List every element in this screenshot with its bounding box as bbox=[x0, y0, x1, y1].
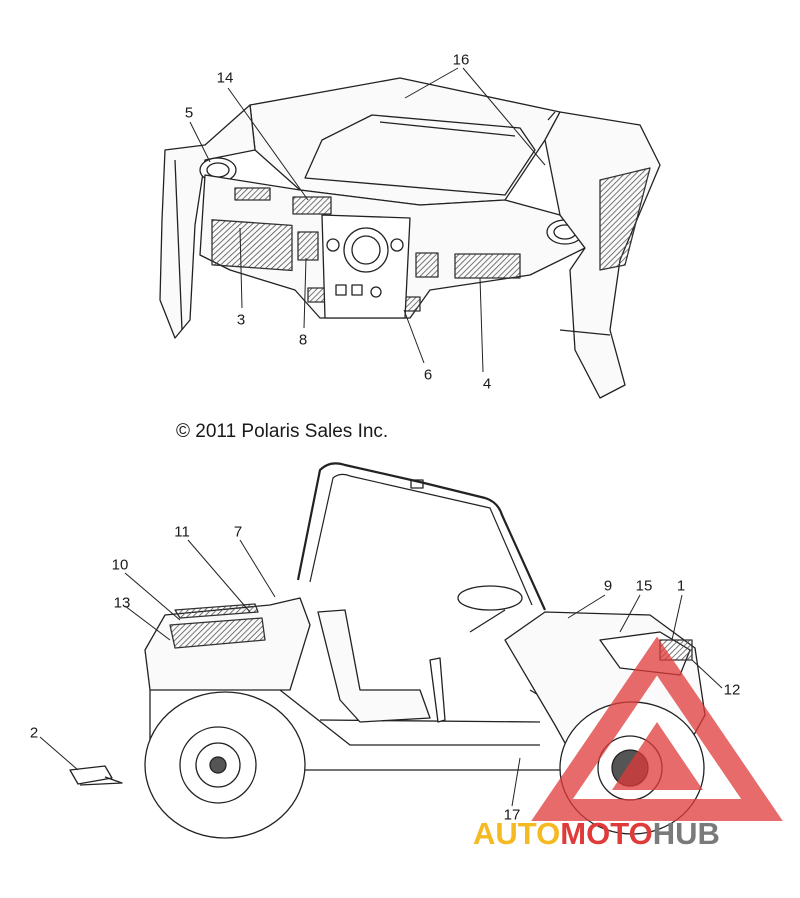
callout-11: 11 bbox=[174, 523, 190, 541]
leader-lines-bottom bbox=[39, 539, 723, 807]
callout-4: 4 bbox=[482, 375, 492, 393]
callout-13: 13 bbox=[113, 594, 131, 612]
watermark-text: AUTOMOTOHUB bbox=[473, 818, 720, 849]
watermark-text-auto: AUTO bbox=[473, 816, 561, 851]
callout-5: 5 bbox=[184, 104, 194, 122]
vehicle-side-view bbox=[69, 462, 706, 839]
callout-12: 12 bbox=[723, 681, 741, 699]
callout-9: 9 bbox=[603, 577, 613, 595]
callout-3: 3 bbox=[236, 311, 246, 329]
watermark-text-hub: HUB bbox=[652, 816, 720, 851]
watermark-text-moto: MOTO bbox=[560, 816, 653, 851]
callout-8: 8 bbox=[298, 331, 308, 349]
callout-16: 16 bbox=[452, 51, 470, 69]
callout-15: 15 bbox=[635, 577, 653, 595]
callout-10: 10 bbox=[111, 556, 129, 574]
watermark-logo bbox=[531, 636, 783, 821]
callout-17: 17 bbox=[503, 806, 521, 824]
dashboard-assembly bbox=[159, 77, 661, 399]
leader-lines-top bbox=[189, 67, 546, 373]
copyright-notice: © 2011 Polaris Sales Inc. bbox=[176, 421, 389, 442]
callout-6: 6 bbox=[423, 366, 433, 384]
callout-1: 1 bbox=[676, 577, 686, 595]
callout-7: 7 bbox=[233, 523, 243, 541]
callout-14: 14 bbox=[216, 69, 234, 87]
callout-2: 2 bbox=[29, 724, 39, 742]
